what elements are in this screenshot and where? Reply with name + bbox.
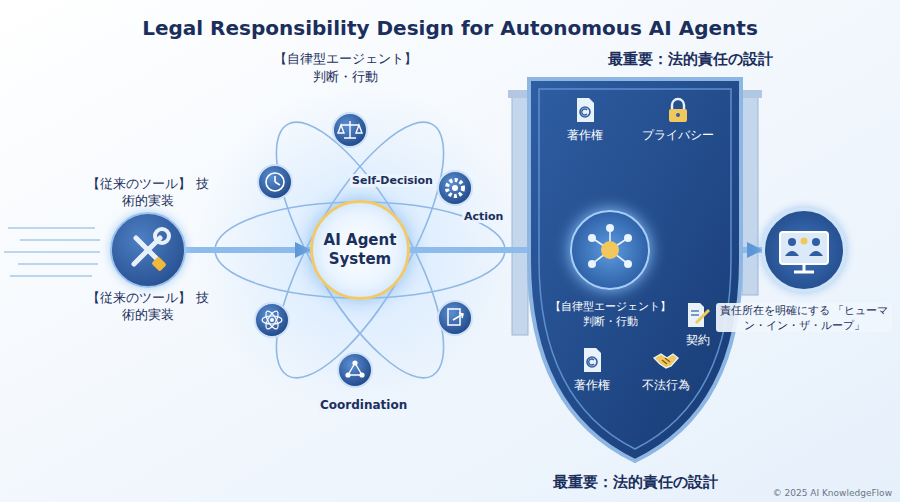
node-text: 契約 — [686, 332, 710, 349]
tool-circle: 【従来のツール】 技術的実装【従来のツール】 技術的実装 — [110, 212, 186, 288]
node-icon — [571, 96, 599, 124]
node-text: 著作権 — [567, 127, 603, 144]
agent-core: AI Agent System — [310, 200, 410, 300]
node-icon — [652, 346, 680, 374]
node-icon — [765, 211, 843, 289]
legal-shield: 最重要：法的責任の設計最重要：法的責任の設計【自律型エージェント】 判断・行動著… — [525, 75, 745, 465]
node-text: 責任所在を明確にする 「ヒューマン・イン・ザ・ループ」 — [716, 303, 892, 332]
node-text: 不法行為 — [642, 377, 690, 394]
node-icon — [572, 212, 648, 288]
node-icon — [112, 214, 184, 286]
node-text: 【従来のツール】 技術的実装 — [83, 290, 213, 324]
label-text: Coordination — [318, 398, 409, 412]
node-icon — [664, 96, 692, 124]
flow-arrow — [186, 247, 310, 253]
doc-icon — [578, 346, 606, 374]
node-text: プライバシー — [642, 127, 714, 144]
hub-icon — [570, 210, 650, 290]
node-text: 最重要：法的責任の設計 — [553, 473, 718, 492]
pen-icon — [684, 301, 712, 329]
node-icon — [578, 346, 606, 374]
label-text: Self-Decision — [350, 174, 435, 187]
node-text: 著作権 — [574, 377, 610, 394]
doc-icon — [571, 96, 599, 124]
legal-item: 契約 — [682, 300, 714, 350]
node-text: 最重要：法的責任の設計 — [608, 50, 773, 69]
lock-icon — [664, 96, 692, 124]
node-text: 【従来のツール】 技術的実装 — [83, 176, 213, 210]
motion-streaks — [4, 228, 100, 276]
hands-icon — [652, 346, 680, 374]
tool-icon — [110, 212, 186, 288]
node-text: 【自律型エージェント】 判断・行動 — [545, 300, 675, 330]
diagram-title: Legal Responsibility Design for Autonomo… — [0, 16, 900, 40]
agent-hub: 【自律型エージェント】 判断・行動 — [570, 210, 650, 290]
watermark: © 2025 AI KnowledgeFlow — [773, 488, 892, 498]
node-text: AI Agent System — [320, 231, 400, 269]
legal-item: 著作権 — [565, 95, 605, 145]
node-icon — [684, 301, 712, 329]
label-text: 【自律型エージェント】 判断・行動 — [270, 50, 420, 85]
legal-item: 著作権 — [572, 345, 612, 395]
label-text: Action — [462, 210, 505, 223]
human-loop-circle: 責任所在を明確にする 「ヒューマン・イン・ザ・ループ」 — [762, 208, 846, 292]
legal-item: 不法行為 — [640, 345, 692, 395]
human-icon — [762, 208, 846, 292]
legal-item: プライバシー — [640, 95, 716, 145]
